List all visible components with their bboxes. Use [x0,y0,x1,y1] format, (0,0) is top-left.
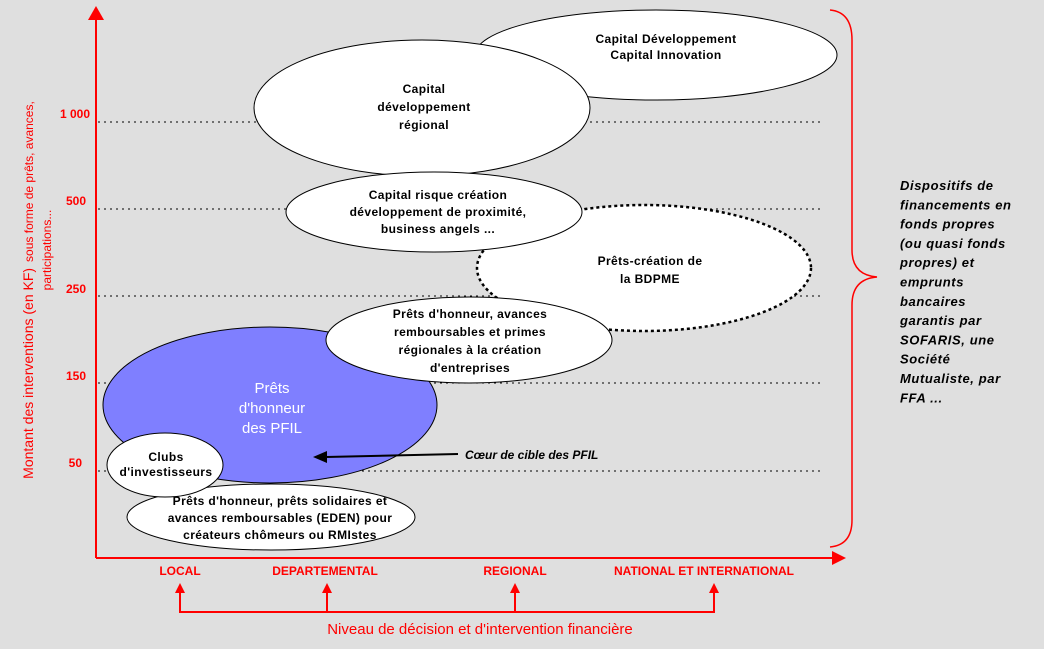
y-tick: 50 [69,456,83,470]
axes [95,20,832,559]
y-axis-title: Montant des interventions (en KF) sous fo… [20,101,54,479]
x-level-national: NATIONAL ET INTERNATIONAL [614,564,794,578]
x-axis-title: Niveau de décision et d'intervention fin… [327,621,633,638]
ellipse-eden [126,483,416,551]
y-tick: 1 000 [60,107,90,121]
brace [829,9,878,548]
arrow-head-icon [313,451,327,463]
annotation-arrow [325,453,459,458]
x-level-regional: REGIONAL [483,564,546,578]
y-title-main: Montant des interventions (en KF) [20,268,36,479]
svg-text:Montant des interventions (en: Montant des interventions (en KF) sous fo… [20,101,36,479]
y-tick: 500 [66,194,86,208]
y-tick: 150 [66,369,86,383]
y-title-sub-2: participations... [40,210,54,291]
ellipse-clubs [106,432,224,498]
y-axis-arrow-icon [88,6,104,20]
level-connector [179,592,715,613]
x-axis-arrow-icon [832,551,846,565]
annotation-label: Cœur de cible des PFIL [465,448,598,462]
y-tick: 250 [66,282,86,296]
ellipse-capital-risque [285,171,583,253]
ellipse-prets-regionaux [325,296,613,384]
ellipse-bdpme [475,203,813,333]
y-title-sub: sous forme de prêts, avances, [22,101,36,262]
x-level-departemental: DEPARTEMENTAL [272,564,378,578]
level-arrow-icons [175,583,719,593]
x-level-local: LOCAL [159,564,200,578]
